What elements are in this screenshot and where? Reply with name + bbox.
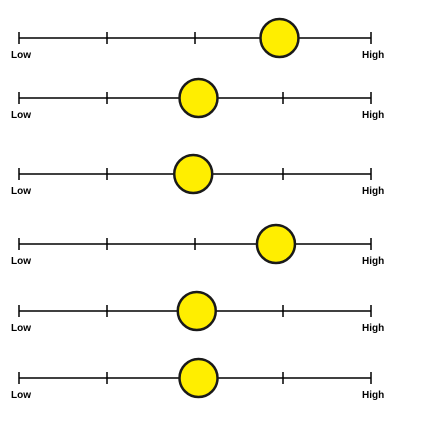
rating-scale-5: Low High <box>0 283 432 343</box>
scale-graphic <box>18 153 372 195</box>
scale-graphic <box>18 17 372 59</box>
rating-scale-1: Low High <box>0 10 432 70</box>
scale-low-label: Low <box>11 50 31 61</box>
scale-high-label: High <box>362 390 385 401</box>
scale-high-label: High <box>362 186 385 197</box>
rating-scale-4: Low High <box>0 216 432 276</box>
scale-low-label: Low <box>11 390 31 401</box>
scale-high-label: High <box>362 256 385 267</box>
scale-marker <box>172 153 214 195</box>
rating-scale-3: Low High <box>0 146 432 206</box>
scale-high-label: High <box>362 110 385 121</box>
scale-low-label: Low <box>11 186 31 197</box>
scale-marker <box>178 357 219 399</box>
scale-marker <box>176 290 218 332</box>
scale-graphic <box>18 223 372 265</box>
rating-scale-2: Low High <box>0 70 432 130</box>
scale-high-label: High <box>362 50 385 61</box>
scale-low-label: Low <box>11 323 31 334</box>
scale-low-label: Low <box>11 110 31 121</box>
scale-graphic <box>18 357 372 399</box>
scale-marker <box>259 17 300 59</box>
scale-marker <box>178 77 219 119</box>
scale-high-label: High <box>362 323 385 334</box>
scale-marker <box>255 223 297 265</box>
rating-scale-6: Low High <box>0 350 432 410</box>
scale-low-label: Low <box>11 256 31 267</box>
scale-graphic <box>18 290 372 332</box>
scale-graphic <box>18 77 372 119</box>
